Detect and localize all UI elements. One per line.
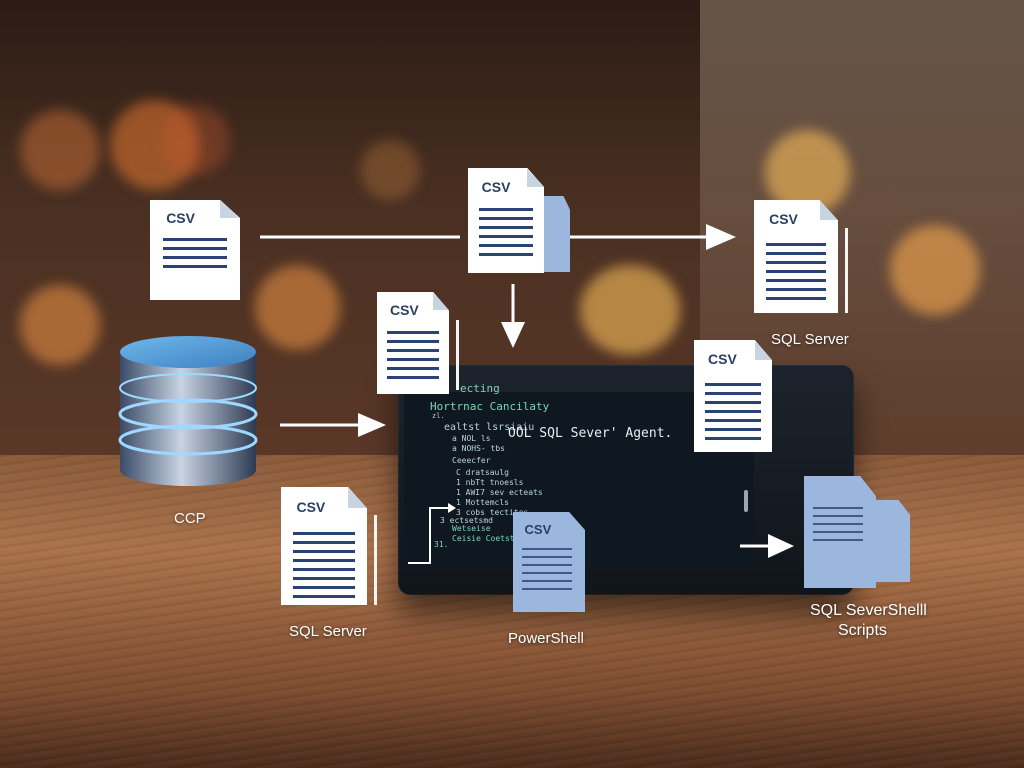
doc-lines [521,548,573,596]
sql-server-label-top: SQL Server [771,331,849,348]
terminal-line: ealtst lsrsiaiu [444,422,535,433]
terminal-line: a NOHS- tbs [452,444,505,453]
csv-label: CSV [296,498,326,515]
scripts-label-line1: SQL SeverShelll [810,602,927,619]
arrow-head [706,224,736,250]
terminal-line: Ceeecfer [452,456,491,465]
script-document [804,476,876,588]
doc-edge [374,515,377,605]
terminal-line: 3 ectsetsmd [440,516,493,525]
doc-lines [812,507,864,547]
bokeh-light [110,100,200,190]
terminal-line: Wetseise [452,524,491,533]
doc-lines [478,207,534,262]
terminal-line: C dratsaulg [456,468,509,477]
terminal-flow-line [408,507,450,564]
terminal-line: 1 nbTt tnoesls [456,478,524,487]
terminal-agent-text: OOL SQL Sever' Agent. [508,426,673,441]
powershell-label: PowerShell [508,630,584,647]
terminal-line: 3 cobs tectites [456,508,529,517]
terminal-line: ecting [460,382,500,395]
arrow-head [358,413,386,437]
arrow-head [501,322,525,348]
bokeh-light [890,225,980,315]
arrow-head [768,534,794,558]
csv-document: CSV [377,292,449,394]
bokeh-light [20,110,100,190]
bokeh-light [20,285,100,365]
bokeh-light [360,140,420,200]
terminal-line: Ceisie Coetst [452,534,515,543]
terminal-line: 1 AWI7 sev ecteats [456,488,543,497]
bokeh-light [255,265,340,350]
arrow-head [448,503,456,513]
bokeh-light [580,265,680,355]
scripts-label-line2: Scripts [838,622,887,639]
csv-label: CSV [166,210,195,226]
terminal-line: 1 Mottemcls [456,498,509,507]
doc-lines [387,330,439,385]
terminal-line: Hortrnac Cancilaty [430,400,550,413]
terminal-line: zl. [432,412,445,420]
csv-label: CSV [769,211,798,228]
sql-server-label-bottom: SQL Server [289,623,367,640]
terminal-line: a NOL ls [452,434,491,443]
doc-lines [765,242,827,306]
csv-document: CSV [150,200,240,300]
database-icon [118,334,258,488]
database-cylinder-graphic [118,336,258,486]
terminal-port [744,490,748,512]
csv-document-back [540,196,570,272]
powershell-document: CSV [513,512,585,612]
doc-edge [845,228,848,313]
doc-lines [293,531,355,604]
ccp-label: CCP [174,510,206,527]
terminal-line: 31. [434,540,449,549]
csv-document: CSV [281,487,367,605]
csv-label: CSV [708,351,737,368]
bokeh-light [160,105,230,175]
csv-label: CSV [481,178,511,195]
csv-label: CSV [524,522,552,537]
doc-edge [456,320,459,390]
doc-lines [704,382,762,446]
doc-lines [162,238,228,274]
csv-label: CSV [389,302,419,319]
